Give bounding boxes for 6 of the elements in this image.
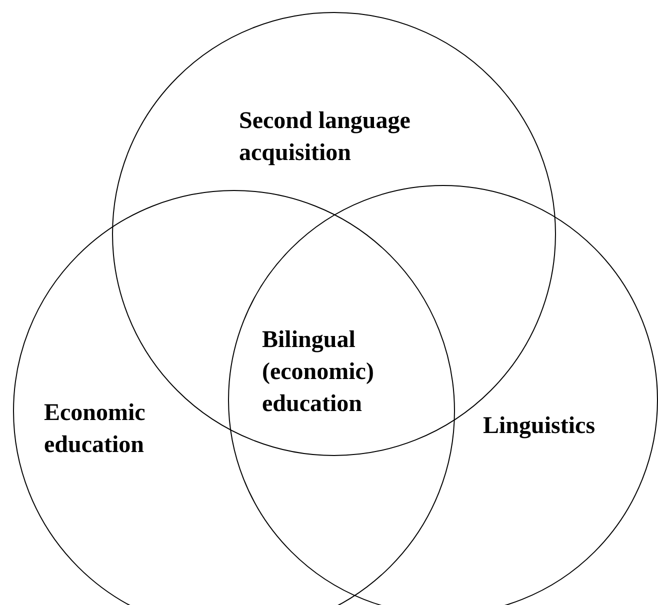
venn-circle <box>228 185 658 605</box>
overlap-label: Bilingual (economic) education <box>262 326 375 419</box>
circle-label: Economic education <box>44 399 146 460</box>
circle-label: Linguistics <box>483 412 596 441</box>
circle-label: Second language acquisition <box>239 107 412 168</box>
venn-circle <box>13 190 455 605</box>
